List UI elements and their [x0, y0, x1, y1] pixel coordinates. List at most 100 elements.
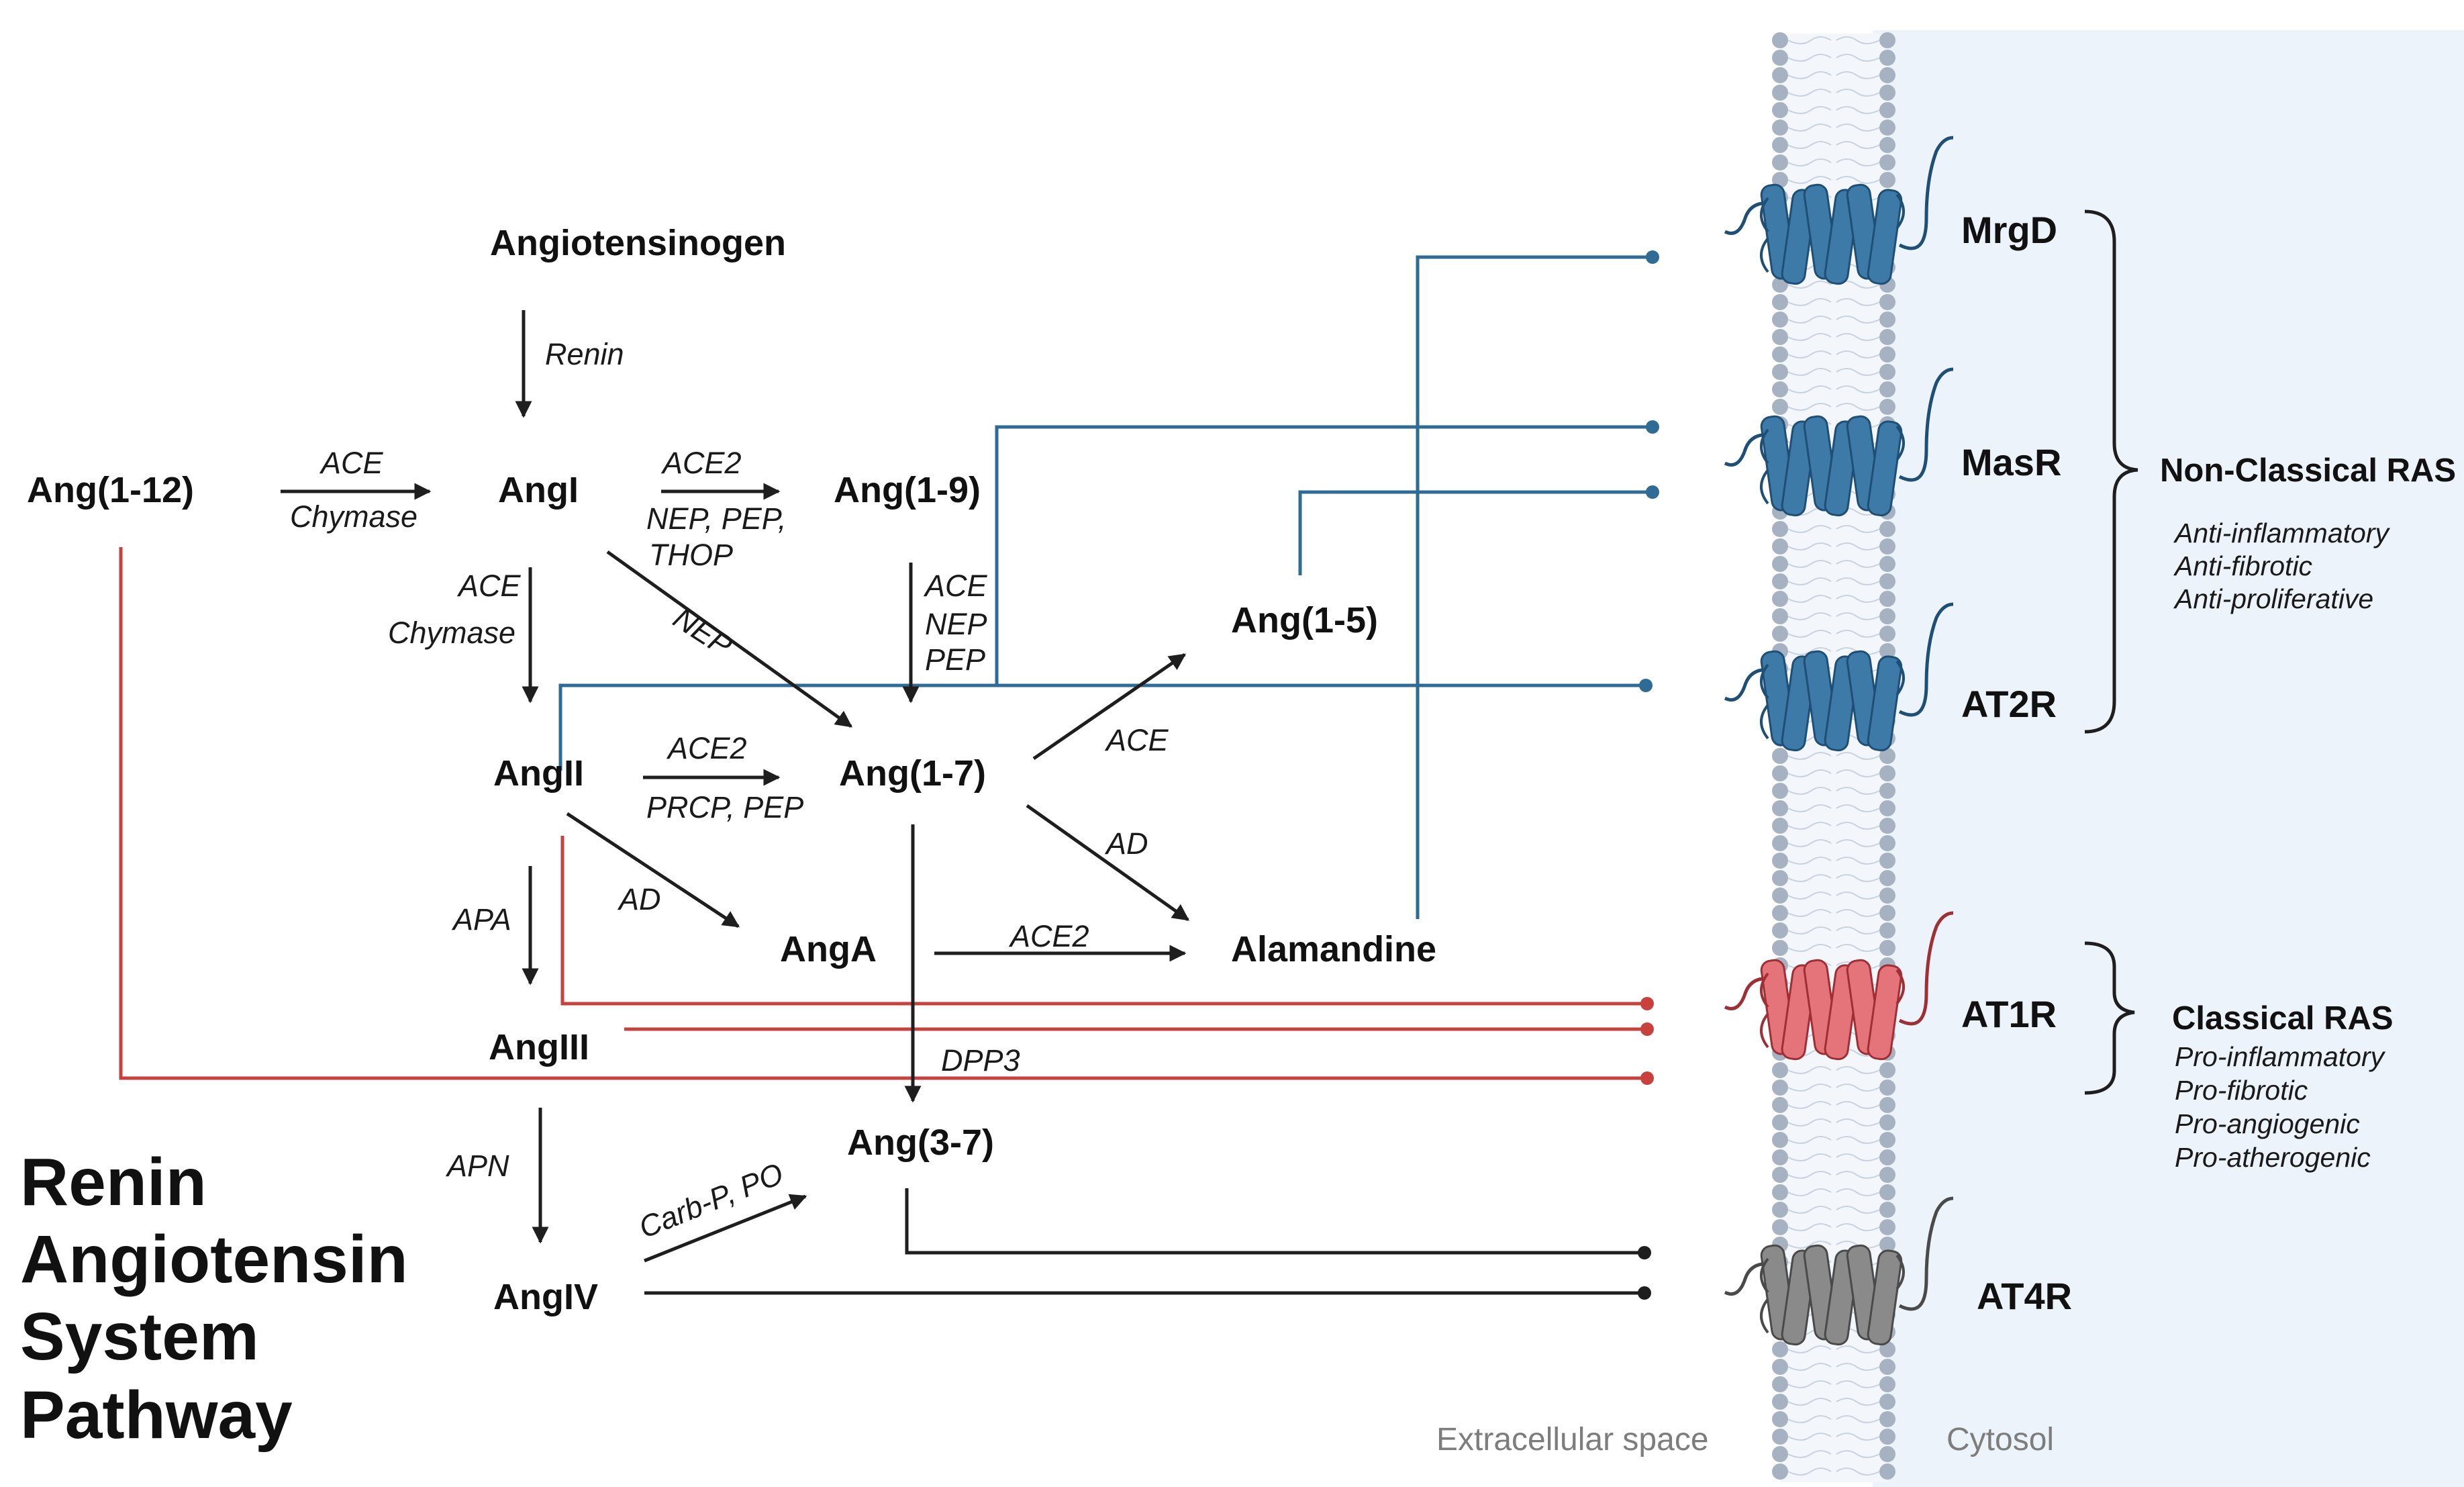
mol-ang1-12: Ang(1-12) — [27, 470, 194, 510]
lipid-tail — [1787, 1066, 1832, 1074]
effect-pro-atherogenic: Pro-atherogenic — [2175, 1142, 2371, 1173]
lipid-head — [1772, 1167, 1788, 1183]
at1r-receptor — [1724, 911, 1954, 1061]
lipid-tail — [1787, 124, 1832, 132]
lipid-tail — [1836, 36, 1880, 44]
lipid-head — [1772, 1202, 1788, 1218]
non-classical-ras-label: Non-Classical RAS — [2160, 452, 2456, 489]
receptor-loop — [1760, 425, 1905, 505]
lipid-head — [1772, 32, 1788, 48]
lipid-tail — [1836, 71, 1880, 79]
lipid-tail — [1787, 333, 1832, 341]
label-at1r: AT1R — [1961, 993, 2057, 1035]
brace-non-classical — [2084, 209, 2138, 734]
lipid-tail — [1836, 612, 1880, 620]
lipid-tail — [1836, 1206, 1880, 1214]
lipid-head — [1772, 1097, 1788, 1113]
enzyme-labels: Renin ACE Chymase ACE2 NEP, PEP, THOP AC… — [290, 337, 1169, 1245]
lipid-head — [1879, 643, 1895, 659]
lipid-tail — [1836, 822, 1880, 830]
mol-ang1-5: Ang(1-5) — [1231, 600, 1378, 640]
lipid-head — [1772, 137, 1788, 153]
lipid-tail — [1787, 1136, 1832, 1144]
lipid-tail — [1787, 577, 1832, 585]
mol-angiii: AngIII — [489, 1027, 589, 1067]
enz-ad-angii: AD — [617, 882, 661, 916]
lipid-tail — [1836, 403, 1880, 411]
lipid-head — [1879, 1062, 1895, 1078]
lipid-tail — [1836, 106, 1880, 114]
receptor-labels: MrgD MasR AT2R AT1R AT4R — [1961, 209, 2072, 1317]
label-at4r: AT4R — [1977, 1275, 2072, 1317]
classical-ras-label: Classical RAS — [2172, 1000, 2394, 1037]
lipid-head — [1772, 1394, 1788, 1410]
lipid-head — [1772, 1411, 1788, 1427]
signal-lines — [119, 255, 1653, 1295]
lipid-tail — [1787, 298, 1832, 306]
lipid-head — [1772, 521, 1788, 537]
lipid-head — [1772, 50, 1788, 66]
lipid-tail — [1836, 1380, 1880, 1388]
enz-ace2-angii: ACE2 — [666, 731, 747, 765]
lipid-head — [1879, 294, 1895, 310]
lipid-head — [1879, 556, 1895, 572]
lipid-head — [1879, 346, 1895, 363]
receptor-loop — [1760, 193, 1905, 273]
lipid-head — [1772, 608, 1788, 624]
receptor-loop — [1760, 660, 1905, 740]
lipid-tail — [1836, 124, 1880, 132]
enz-ace-ang1-9: ACE — [923, 569, 988, 603]
lipid-head — [1772, 835, 1788, 851]
receptor-loop — [1760, 969, 1905, 1049]
lipid-tail — [1787, 1188, 1832, 1196]
lipid-head — [1879, 835, 1895, 851]
label-at2r: AT2R — [1961, 683, 2057, 725]
receptor-tail — [1898, 136, 1954, 250]
lipid-tail — [1787, 176, 1832, 184]
lipid-tail — [1836, 1101, 1880, 1109]
lipid-tail — [1836, 874, 1880, 882]
effect-pro-inflammatory: Pro-inflammatory — [2175, 1041, 2386, 1072]
lipid-tail — [1787, 158, 1832, 166]
title-line-1: Renin — [20, 1145, 207, 1220]
lipid-tail — [1787, 71, 1832, 79]
enz-ace-ang1-7: ACE — [1104, 723, 1169, 757]
mol-anga: AngA — [780, 929, 877, 969]
lipid-tail — [1836, 542, 1880, 550]
line-alamandine-mrgd — [1416, 255, 1653, 919]
lipid-tail — [1836, 1415, 1880, 1423]
enz-ace2-anga: ACE2 — [1008, 919, 1089, 953]
lipid-tail — [1836, 54, 1880, 62]
enz-renin: Renin — [545, 337, 624, 371]
lipid-tail — [1787, 909, 1832, 917]
lipid-head — [1879, 154, 1895, 171]
lipid-head — [1772, 748, 1788, 764]
lipid-head — [1772, 1114, 1788, 1131]
arrow-ang1-7-alamandine — [1026, 804, 1190, 922]
lipid-tail — [1836, 1241, 1880, 1249]
lipid-head — [1879, 1184, 1895, 1200]
lipid-tail — [1836, 839, 1880, 847]
lipid-head — [1772, 626, 1788, 642]
lipid-head — [1879, 818, 1895, 834]
mol-angiotensinogen: Angiotensinogen — [490, 223, 786, 263]
label-masr: MasR — [1961, 441, 2061, 483]
line-ang3-7-at4r — [905, 1188, 1644, 1255]
receptor-tail — [1898, 602, 1954, 717]
enz-dpp3: DPP3 — [941, 1043, 1020, 1077]
lipid-head — [1879, 1219, 1895, 1235]
lipid-tail — [1836, 1398, 1880, 1406]
lipid-tail — [1836, 1118, 1880, 1126]
lipid-head — [1879, 119, 1895, 136]
lipid-head — [1772, 1464, 1788, 1480]
lipid-head — [1772, 1062, 1788, 1078]
lipid-head — [1879, 591, 1895, 607]
lipid-tail — [1787, 822, 1832, 830]
mol-angi: AngI — [498, 470, 579, 510]
lipid-tail — [1836, 1171, 1880, 1179]
line-ang1-7-masr — [995, 425, 1653, 685]
lipid-tail — [1787, 804, 1832, 812]
lipid-head — [1879, 1464, 1895, 1480]
lipid-head — [1772, 783, 1788, 799]
